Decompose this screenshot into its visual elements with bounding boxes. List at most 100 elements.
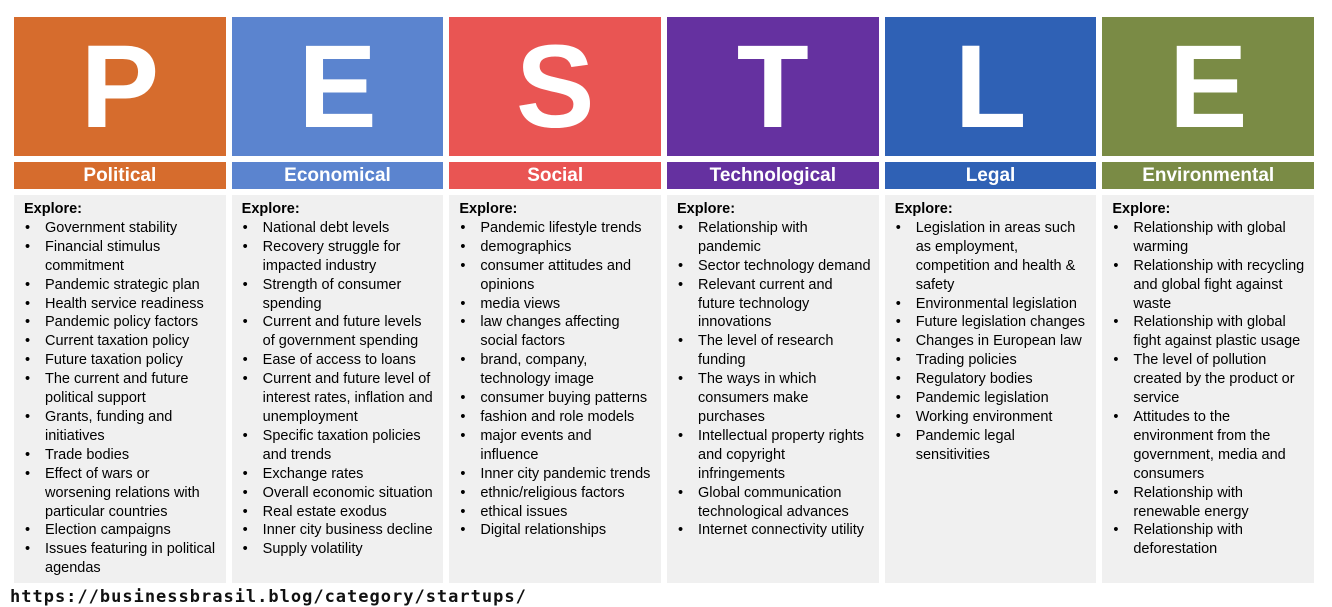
list-item: Exchange rates [242,465,436,484]
list-item: Environmental legislation [895,295,1089,314]
list-item: Health service readiness [24,295,218,314]
list-item: Overall economic situation [242,484,436,503]
item-list: Government stability Financial stimulus … [24,219,218,578]
item-list: Relationship with pandemic Sector techno… [677,219,871,540]
column-title: Political [14,162,226,189]
list-item: Relationship with recycling and global f… [1112,257,1306,314]
list-item: Current and future levels of government … [242,313,436,351]
list-item: Relevant current and future technology i… [677,276,871,333]
list-item: consumer attitudes and opinions [459,257,653,295]
explore-heading: Explore: [24,201,83,217]
list-item: Future legislation changes [895,313,1089,332]
list-item: Global communication technological advan… [677,484,871,522]
list-item: Regulatory bodies [895,370,1089,389]
item-list: National debt levels Recovery struggle f… [242,219,436,559]
list-item: Strength of consumer spending [242,276,436,314]
column-title: Economical [231,162,444,189]
letter-block: E [1102,17,1315,156]
list-item: Ease of access to loans [242,351,436,370]
list-item: Financial stimulus commitment [24,238,218,276]
list-item: National debt levels [242,219,436,238]
list-item: Specific taxation policies and trends [242,427,436,465]
list-item: Effect of wars or worsening relations wi… [24,465,218,522]
list-item: Sector technology demand [677,257,871,276]
list-item: Inner city business decline [242,521,436,540]
list-item: Current and future level of interest rat… [242,370,436,427]
list-item: Relationship with global warming [1112,219,1306,257]
explore-heading: Explore: [894,201,953,217]
column-social: S Social Explore: Pandemic lifestyle tre… [449,17,662,583]
column-body: Explore: Pandemic lifestyle trends demog… [449,195,662,583]
item-list: Pandemic lifestyle trends demographics c… [459,219,653,540]
list-item: consumer buying patterns [459,389,653,408]
list-item: Real estate exodus [242,503,436,522]
list-item: Government stability [24,219,218,238]
list-item: Pandemic legislation [895,389,1089,408]
list-item: ethnic/religious factors [459,484,653,503]
column-body: Explore: National debt levels Recovery s… [231,195,444,583]
pestle-diagram: P Political Explore: Government stabilit… [14,17,1315,583]
list-item: Internet connectivity utility [677,521,871,540]
list-item: The level of pollution created by the pr… [1112,351,1306,408]
column-title: Environmental [1102,162,1315,189]
letter-block: S [449,17,662,156]
letter-block: P [14,17,226,156]
explore-heading: Explore: [1112,201,1171,217]
list-item: Pandemic lifestyle trends [459,219,653,238]
list-item: Recovery struggle for impacted industry [242,238,436,276]
list-item: Election campaigns [24,521,218,540]
column-title: Legal [884,162,1097,189]
list-item: major events and influence [459,427,653,465]
letter-block: T [667,17,879,156]
list-item: demographics [459,238,653,257]
list-item: Inner city pandemic trends [459,465,653,484]
item-list: Relationship with global warming Relatio… [1112,219,1306,559]
column-body: Explore: Relationship with pandemic Sect… [667,195,879,583]
explore-heading: Explore: [677,201,736,217]
list-item: Issues featuring in political agendas [24,540,218,578]
list-item: ethical issues [459,503,653,522]
list-item: fashion and role models [459,408,653,427]
list-item: Future taxation policy [24,351,218,370]
column-technological: T Technological Explore: Relationship wi… [667,17,879,583]
explore-heading: Explore: [459,201,518,217]
list-item: Pandemic strategic plan [24,276,218,295]
list-item: Attitudes to the environment from the go… [1112,408,1306,484]
column-title: Technological [667,162,879,189]
explore-heading: Explore: [241,201,300,217]
list-item: Current taxation policy [24,332,218,351]
column-body: Explore: Relationship with global warmin… [1102,195,1315,583]
list-item: Pandemic policy factors [24,313,218,332]
list-item: Changes in European law [895,332,1089,351]
list-item: Relationship with renewable energy [1112,484,1306,522]
list-item: brand, company, technology image [459,351,653,389]
list-item: Relationship with global fight against p… [1112,313,1306,351]
column-legal: L Legal Explore: Legislation in areas su… [884,17,1097,583]
list-item: Pandemic legal sensitivities [895,427,1089,465]
list-item: Trade bodies [24,446,218,465]
list-item: Relationship with pandemic [677,219,871,257]
list-item: Relationship with deforestation [1112,521,1306,559]
column-body: Explore: Government stability Financial … [14,195,226,583]
column-body: Explore: Legislation in areas such as em… [884,195,1097,583]
footer-url: https://businessbrasil.blog/category/sta… [10,587,527,607]
list-item: law changes affecting social factors [459,313,653,351]
list-item: Supply volatility [242,540,436,559]
list-item: Intellectual property rights and copyrig… [677,427,871,484]
list-item: Working environment [895,408,1089,427]
list-item: Digital relationships [459,521,653,540]
letter-block: E [231,17,444,156]
item-list: Legislation in areas such as employment,… [895,219,1089,465]
column-environmental: E Environmental Explore: Relationship wi… [1102,17,1315,583]
column-political: P Political Explore: Government stabilit… [14,17,226,583]
list-item: The level of research funding [677,332,871,370]
list-item: Trading policies [895,351,1089,370]
list-item: Legislation in areas such as employment,… [895,219,1089,295]
column-title: Social [449,162,662,189]
list-item: The current and future political support [24,370,218,408]
list-item: media views [459,295,653,314]
letter-block: L [884,17,1097,156]
list-item: Grants, funding and initiatives [24,408,218,446]
list-item: The ways in which consumers make purchas… [677,370,871,427]
column-economical: E Economical Explore: National debt leve… [231,17,444,583]
